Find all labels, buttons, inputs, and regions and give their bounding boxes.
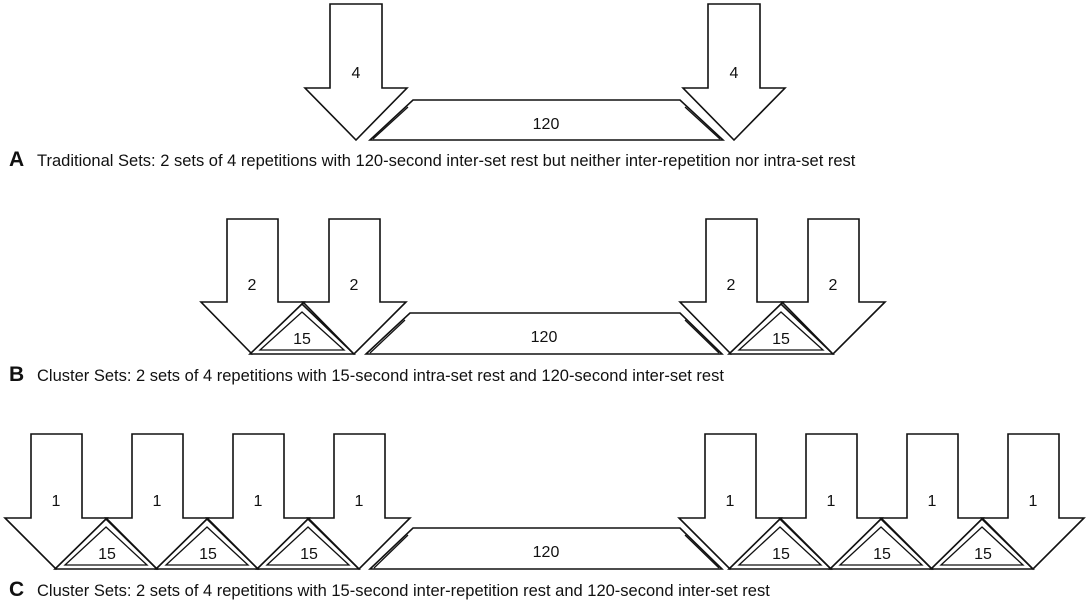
inter-rep-rest-label: 15 (300, 546, 318, 563)
inter-rep-rest-label: 15 (98, 546, 116, 563)
panel-b-intra-set-rest-triangle-2: 15 (727, 302, 835, 355)
panel-a-set1-rep-arrow: 4 (303, 3, 409, 142)
intra-set-rest-label: 15 (772, 331, 790, 348)
rep-count-label: 2 (829, 277, 838, 294)
intra-set-rest-label: 15 (293, 331, 311, 348)
panel-c-set2-rep-arrow-4: 1 (980, 433, 1086, 571)
inter-rep-rest-label: 15 (199, 546, 217, 563)
rep-count-label: 1 (726, 493, 735, 510)
rep-count-label: 1 (52, 493, 61, 510)
panel-a-caption: Traditional Sets: 2 sets of 4 repetition… (37, 152, 856, 170)
panel-b: 2 15 2 120 2 15 2 (9, 218, 887, 386)
inter-set-rest-label: 120 (533, 544, 560, 561)
rep-count-label: 2 (727, 277, 736, 294)
panel-c-caption: Cluster Sets: 2 sets of 4 repetitions wi… (37, 582, 770, 600)
rep-count-label: 1 (254, 493, 263, 510)
panel-b-inter-set-rest-block: 120 (363, 312, 724, 355)
panel-a-set2-rep-arrow: 4 (681, 3, 787, 142)
inter-rep-rest-label: 15 (772, 546, 790, 563)
panel-c-inter-set-rest-block: 120 (368, 527, 724, 570)
rep-count-label: 4 (730, 65, 739, 82)
panel-b-letter: B (9, 363, 24, 386)
rep-count-label: 4 (352, 65, 361, 82)
rep-count-label: 2 (248, 277, 257, 294)
panel-a-letter: A (9, 148, 24, 171)
panel-a: 4 120 4 A Traditional Sets: 2 sets of 4 … (9, 3, 856, 171)
panel-c: 1 15 1 15 1 15 1 (3, 433, 1086, 601)
panel-b-caption: Cluster Sets: 2 sets of 4 repetitions wi… (37, 367, 724, 385)
rep-count-label: 1 (827, 493, 836, 510)
panel-b-set1-rep-arrow-2: 2 (301, 218, 408, 356)
panel-c-set2-rest-triangle-1: 15 (727, 517, 833, 570)
panel-b-intra-set-rest-triangle: 15 (248, 302, 356, 355)
inter-set-rest-label: 120 (531, 329, 558, 346)
inter-rep-rest-label: 15 (873, 546, 891, 563)
panel-b-set2-rep-arrow-2: 2 (780, 218, 887, 356)
rep-count-label: 1 (1029, 493, 1038, 510)
inter-set-rest-label: 120 (533, 116, 560, 133)
panel-c-set1-rep-arrow-4: 1 (306, 433, 412, 571)
inter-rep-rest-label: 15 (974, 546, 992, 563)
rep-count-label: 1 (153, 493, 162, 510)
panel-a-inter-set-rest-block: 120 (367, 99, 726, 141)
rep-count-label: 2 (350, 277, 359, 294)
panel-c-letter: C (9, 578, 24, 601)
rep-count-label: 1 (355, 493, 364, 510)
rep-count-label: 1 (928, 493, 937, 510)
